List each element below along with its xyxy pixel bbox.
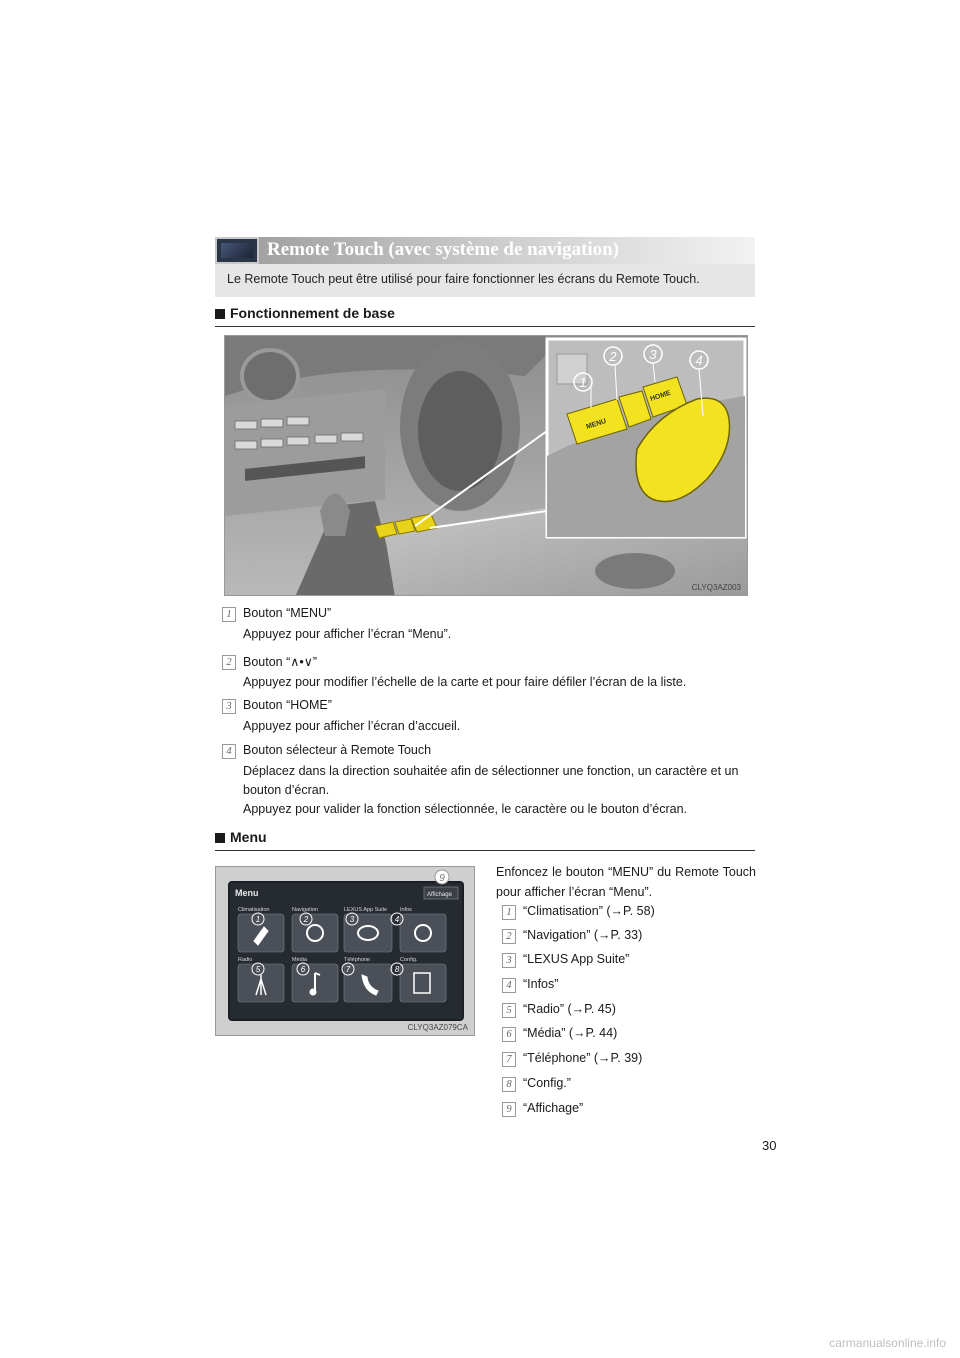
item-number-4: 4 bbox=[222, 744, 236, 759]
menu-number-7: 7 bbox=[502, 1052, 516, 1067]
menu-item-navigation: “Navigation” (→P. 33) bbox=[523, 928, 643, 942]
info-icon bbox=[414, 924, 432, 942]
svg-text:2: 2 bbox=[303, 915, 309, 924]
radio-antenna-icon bbox=[255, 975, 267, 996]
console-illustration: MENU HOME 1 2 3 4 CLYQ3AZ003 bbox=[224, 335, 748, 596]
item-desc-home: Appuyez pour afficher l’écran d’accueil. bbox=[243, 719, 461, 733]
menu-item-telephone: “Téléphone” (→P. 39) bbox=[523, 1051, 643, 1065]
tile-label-climatisation: Climatisation bbox=[238, 907, 269, 913]
callout-2: 2 bbox=[608, 349, 617, 364]
image-id: CLYQ3AZ003 bbox=[691, 583, 741, 592]
menu-intro: Enfoncez le bouton “MENU” du Remote Touc… bbox=[496, 865, 756, 899]
menu-number-1: 1 bbox=[502, 905, 516, 920]
section-thumbnail-icon bbox=[215, 237, 259, 264]
svg-text:7: 7 bbox=[346, 965, 351, 974]
page-title: Remote Touch (avec système de navigation… bbox=[267, 239, 619, 260]
music-note-head bbox=[309, 988, 317, 996]
menu-item-media: “Média” (→P. 44) bbox=[523, 1026, 618, 1040]
tile-label-lexus: LEXUS App Suite bbox=[344, 907, 387, 913]
navigation-icon bbox=[306, 924, 324, 942]
watermark: carmanualsonline.info bbox=[829, 1336, 946, 1350]
tile-infos[interactable] bbox=[399, 913, 447, 953]
item-number-2: 2 bbox=[222, 655, 236, 670]
svg-text:1: 1 bbox=[256, 915, 260, 924]
section-heading-basic: Fonctionnement de base bbox=[215, 305, 755, 327]
intro-box: Le Remote Touch peut être utilisé pour f… bbox=[215, 264, 755, 297]
menu-number-4: 4 bbox=[502, 978, 516, 993]
tile-label-media: Média bbox=[292, 957, 308, 963]
section-title-bar: Remote Touch (avec système de navigation… bbox=[215, 237, 755, 264]
intro-text: Le Remote Touch peut être utilisé pour f… bbox=[227, 272, 700, 286]
menu-item-radio: “Radio” (→P. 45) bbox=[523, 1002, 616, 1016]
screen-callouts: 1 2 3 4 5 6 7 8 bbox=[251, 912, 404, 976]
menu-item-infos: “Infos” bbox=[523, 977, 559, 991]
settings-icon bbox=[413, 972, 431, 994]
callout-4: 4 bbox=[695, 353, 702, 368]
callout-1: 1 bbox=[579, 375, 586, 390]
item-desc-updown: Appuyez pour modifier l’échelle de la ca… bbox=[243, 675, 687, 689]
lexus-logo-icon bbox=[357, 925, 379, 941]
bullet-square-icon bbox=[215, 309, 225, 319]
menu-screen-illustration: Menu Affichage 9 Climatisation Navigatio… bbox=[215, 866, 475, 1036]
section-heading-text: Fonctionnement de base bbox=[230, 305, 395, 321]
tile-label-infos: Infos bbox=[400, 907, 412, 913]
menu-number-5: 5 bbox=[502, 1003, 516, 1018]
tile-label-radio: Radio bbox=[238, 957, 252, 963]
console-drawing: MENU HOME 1 2 3 4 bbox=[225, 336, 747, 595]
item-title-home: Bouton “HOME” bbox=[243, 698, 332, 712]
menu-item-config: “Config.” bbox=[523, 1076, 571, 1090]
menu-item-lexus: “LEXUS App Suite” bbox=[523, 952, 630, 966]
section-heading-menu: Menu bbox=[215, 829, 755, 851]
menu-number-9: 9 bbox=[502, 1102, 516, 1117]
tile-label-navigation: Navigation bbox=[292, 907, 318, 913]
tile-navigation[interactable] bbox=[291, 913, 339, 953]
tile-label-config: Config. bbox=[400, 957, 418, 963]
item-desc-selector: Déplacez dans la direction souhaitée afi… bbox=[243, 764, 739, 797]
svg-text:3: 3 bbox=[350, 915, 355, 924]
svg-text:6: 6 bbox=[301, 965, 306, 974]
item-title-selector: Bouton sélecteur à Remote Touch bbox=[243, 743, 432, 757]
callouts: 1 2 3 4 bbox=[573, 344, 709, 417]
item-number-3: 3 bbox=[222, 699, 236, 714]
tile-config[interactable] bbox=[399, 963, 447, 1003]
menu-number-2: 2 bbox=[502, 929, 516, 944]
seat-icon bbox=[253, 926, 269, 946]
tile-label-telephone: Téléphone bbox=[344, 957, 370, 963]
svg-text:8: 8 bbox=[395, 965, 400, 974]
affichage-button[interactable]: Affichage bbox=[427, 892, 453, 898]
item-title-updown: Bouton “∧•∨” bbox=[243, 655, 318, 669]
bullet-square-icon bbox=[215, 833, 225, 843]
screen-title: Menu bbox=[235, 888, 259, 898]
menu-item-affichage: “Affichage” bbox=[523, 1101, 584, 1115]
menu-image-id: CLYQ3AZ079CA bbox=[407, 1023, 468, 1032]
menu-item-climatisation: “Climatisation” (→P. 58) bbox=[523, 904, 655, 918]
callout-3: 3 bbox=[649, 347, 657, 362]
phone-icon bbox=[361, 974, 379, 996]
page-number: 30 bbox=[762, 1138, 777, 1153]
svg-text:9: 9 bbox=[439, 873, 445, 884]
item-title-menu: Bouton “MENU” bbox=[243, 606, 332, 620]
item-desc-selector-2: Appuyez pour valider la fonction sélecti… bbox=[243, 802, 688, 816]
svg-text:5: 5 bbox=[256, 965, 261, 974]
section-heading-text: Menu bbox=[230, 829, 267, 845]
item-number-1: 1 bbox=[222, 607, 236, 622]
menu-number-6: 6 bbox=[502, 1027, 516, 1042]
svg-text:4: 4 bbox=[395, 915, 400, 924]
item-desc-menu: Appuyez pour afficher l’écran “Menu”. bbox=[243, 627, 452, 641]
menu-number-3: 3 bbox=[502, 953, 516, 968]
menu-number-8: 8 bbox=[502, 1077, 516, 1092]
music-note-icon bbox=[314, 972, 321, 991]
menu-screen-drawing: Menu Affichage 9 Climatisation Navigatio… bbox=[216, 867, 474, 1035]
